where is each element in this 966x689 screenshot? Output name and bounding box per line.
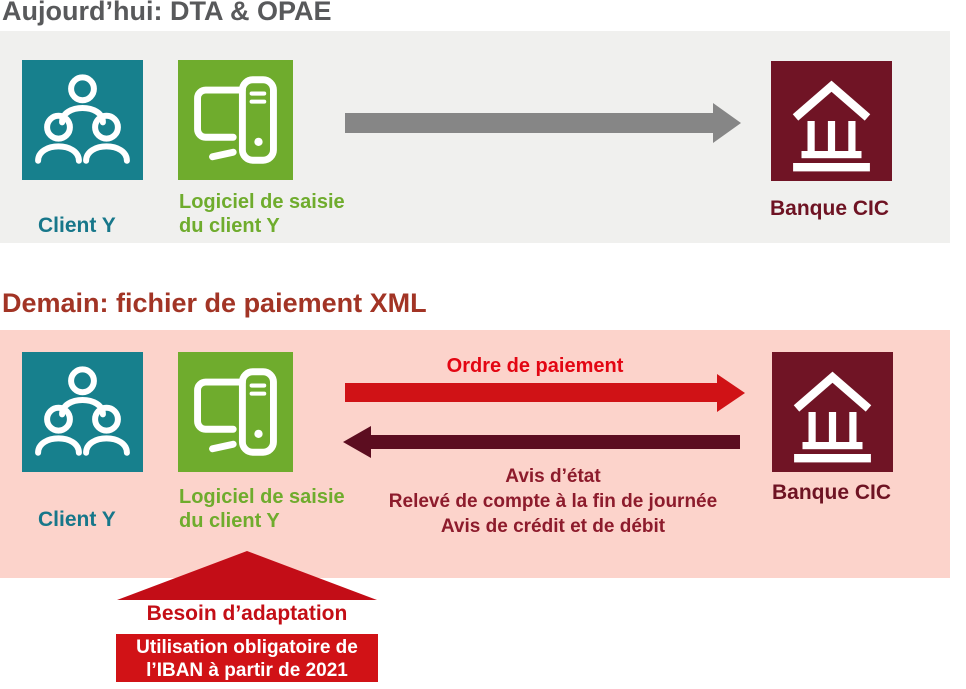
adaptation-pointer-triangle [117,551,377,600]
software-label-line2: du client Y [179,510,280,532]
payment-order-arrow [345,374,745,412]
return-message-line: Avis de crédit et de débit [440,516,666,537]
tomorrow-software-icon-box [178,352,293,472]
bank-return-messages: Avis d’état Relevé de compte à la fin de… [353,464,753,539]
arrow-shaft [345,113,715,133]
software-label-line1: Logiciel de saisie [179,191,345,213]
bank-icon [793,371,872,463]
today-software-label: Logiciel de saisie du client Y [179,190,345,238]
arrow-head [713,103,741,143]
today-bank-icon-box [771,61,892,181]
today-flow-arrow [345,103,745,143]
arrow-shaft [370,435,740,449]
return-message-line: Relevé de compte à la fin de journée [388,491,718,512]
adaptation-label: Besoin d’adaptation [146,602,348,625]
people-icon [35,74,130,164]
today-client-icon-box [22,60,143,180]
computer-icon [194,368,277,456]
tomorrow-bank-icon-box [772,352,893,472]
computer-icon [194,76,277,164]
return-message-line: Avis d’état [505,466,601,487]
iban-note-line1: Utilisation obligatoire de [136,637,358,658]
today-software-icon-box [178,60,293,180]
today-client-label: Client Y [38,214,116,237]
tomorrow-section-title: Demain: fichier de paiement XML [2,288,427,318]
tomorrow-software-label: Logiciel de saisie du client Y [179,485,345,533]
arrow-shaft [345,383,719,402]
tomorrow-client-label: Client Y [38,508,116,531]
today-section-title: Aujourd’hui: DTA & OPAE [2,0,332,26]
bank-return-arrow [343,426,743,458]
tomorrow-bank-label: Banque CIC [772,481,892,504]
people-icon [35,366,130,456]
software-label-line1: Logiciel de saisie [179,486,345,508]
today-bank-label: Banque CIC [770,197,890,220]
software-label-line2: du client Y [179,215,280,237]
payment-order-label: Ordre de paiement [446,355,624,377]
bank-icon [792,80,871,172]
arrow-head [343,426,371,458]
arrow-head [717,374,745,412]
iban-note-line2: l’IBAN à partir de 2021 [146,660,348,681]
iban-note-box: Utilisation obligatoire de l’IBAN à part… [116,634,378,682]
tomorrow-client-icon-box [22,352,143,472]
